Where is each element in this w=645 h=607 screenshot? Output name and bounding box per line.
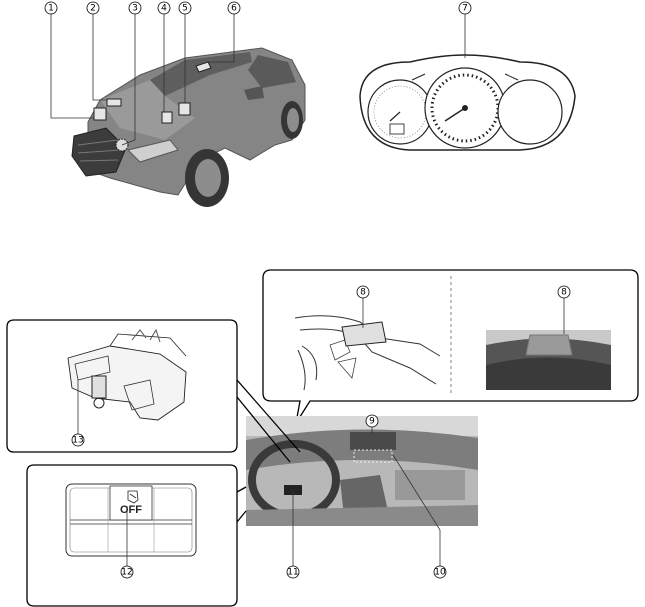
callout-3: 3	[128, 1, 142, 15]
svg-text:12: 12	[121, 568, 132, 578]
svg-text:11: 11	[287, 568, 298, 578]
callout-10: 10	[433, 565, 447, 579]
svg-text:8: 8	[561, 288, 567, 298]
callout-1: 1	[44, 1, 58, 15]
instrument-cluster	[359, 54, 576, 151]
callout-4: 4	[157, 1, 171, 15]
svg-text:6: 6	[231, 4, 237, 14]
callout-6: 6	[227, 1, 241, 15]
callout-5: 5	[178, 1, 192, 15]
off-switch-panel: OFF	[26, 464, 247, 607]
car-leader-lines	[50, 12, 235, 146]
callout-2: 2	[86, 1, 100, 15]
interior-leader-lines	[292, 427, 441, 566]
svg-text:13: 13	[72, 436, 83, 446]
interior-photo	[246, 416, 478, 526]
svg-text:2: 2	[90, 4, 96, 14]
svg-text:3: 3	[132, 4, 138, 14]
car-illustration	[71, 47, 306, 207]
svg-text:4: 4	[161, 4, 167, 14]
off-switch-label: OFF	[120, 504, 142, 516]
callout-8-left: 8	[356, 285, 370, 299]
svg-text:1: 1	[48, 4, 54, 14]
svg-text:8: 8	[360, 288, 366, 298]
svg-text:7: 7	[462, 4, 468, 14]
svg-text:5: 5	[182, 4, 188, 14]
callout-8-right: 8	[557, 285, 571, 299]
callout-7: 7	[458, 1, 472, 15]
callout-11: 11	[286, 565, 300, 579]
callout-13: 13	[71, 433, 85, 447]
svg-text:9: 9	[369, 417, 375, 427]
callout-12: 12	[120, 565, 134, 579]
hud-detail-panel	[262, 269, 639, 424]
callout-9: 9	[365, 414, 379, 428]
svg-text:10: 10	[434, 568, 446, 578]
steering-switch-panel	[6, 319, 301, 463]
